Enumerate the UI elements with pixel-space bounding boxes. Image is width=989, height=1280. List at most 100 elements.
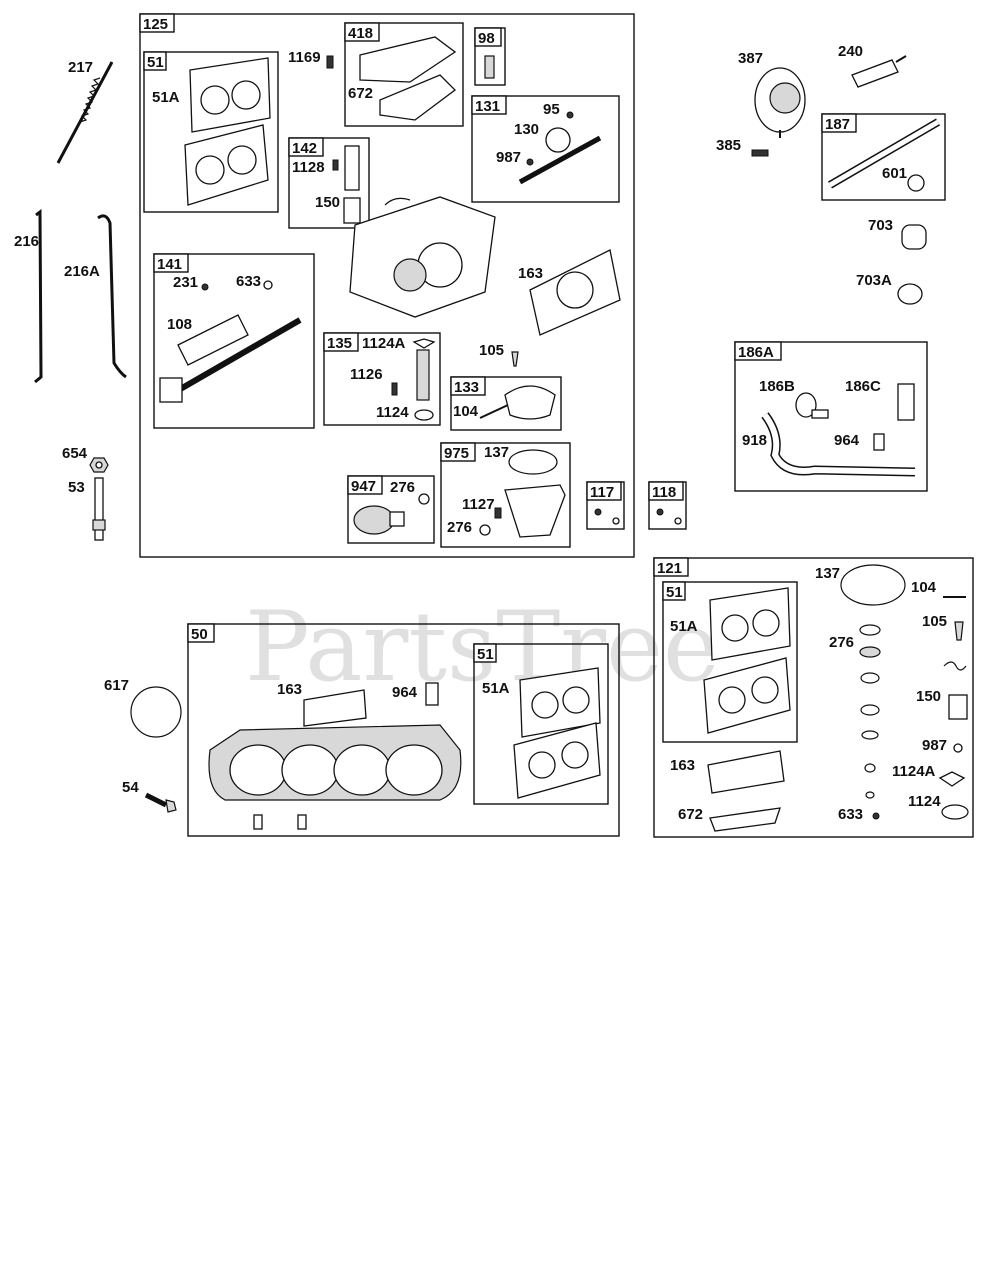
carburetor-body[interactable] — [349, 196, 496, 318]
part-703-clamp[interactable] — [901, 224, 927, 250]
part-672-gasket-b[interactable] — [709, 807, 781, 832]
callout-118: 118 — [652, 484, 676, 501]
kit-133-box — [450, 376, 562, 431]
kit-98-tag — [474, 27, 502, 47]
part-131-throttle-shaft[interactable] — [518, 111, 602, 185]
part-975-float-bowl[interactable] — [479, 449, 566, 538]
callout-142: 142 — [292, 140, 317, 157]
kit-117-tag — [586, 481, 622, 501]
part-654-nut[interactable] — [89, 457, 109, 473]
kit-121-box — [653, 557, 974, 838]
callout-53: 53 — [68, 479, 85, 496]
callout-163-b: 163 — [277, 681, 302, 698]
part-spring[interactable] — [943, 661, 967, 671]
part-163-gasket-b[interactable] — [303, 689, 367, 727]
part-54-bolt[interactable] — [144, 792, 177, 813]
part-276-washers[interactable] — [859, 624, 881, 799]
gasket-51A-b-upper[interactable] — [519, 667, 601, 738]
part-117-jet[interactable] — [594, 508, 620, 525]
part-186B-fitting[interactable] — [795, 392, 829, 419]
part-105-needle-valve[interactable] — [511, 351, 519, 367]
callout-137-a: 137 — [484, 444, 509, 461]
part-150-plate[interactable] — [948, 694, 968, 720]
callout-418: 418 — [348, 25, 373, 42]
callout-216A: 216A — [64, 263, 100, 280]
part-918-hose[interactable] — [761, 412, 916, 477]
part-216A-link-rod[interactable] — [97, 214, 127, 379]
kit-187-box — [821, 113, 946, 201]
callout-276-c: 276 — [829, 634, 854, 651]
part-217-spring-rod[interactable] — [56, 61, 114, 164]
callout-130: 130 — [514, 121, 539, 138]
callout-135: 135 — [327, 335, 352, 352]
callout-276-b: 276 — [390, 479, 415, 496]
part-163-gasket[interactable] — [529, 249, 621, 336]
gasket-51A-c-upper[interactable] — [709, 587, 791, 661]
gasket-51A-lower[interactable] — [184, 124, 269, 206]
callout-105-a: 105 — [479, 342, 504, 359]
callout-1169: 1169 — [288, 49, 321, 66]
part-385-screw[interactable] — [751, 149, 769, 157]
callout-131: 131 — [475, 98, 500, 115]
air-intake-manifold[interactable] — [208, 724, 462, 830]
callout-387: 387 — [738, 50, 763, 67]
gasket-51A-upper[interactable] — [189, 57, 271, 133]
kit-131-box — [471, 95, 620, 203]
kit-51-tag-b — [473, 643, 497, 663]
kit-141-tag — [153, 253, 189, 273]
part-135-fuel-inlet[interactable] — [391, 338, 436, 421]
kit-142-box — [288, 137, 370, 229]
part-105-needle-b[interactable] — [954, 621, 964, 641]
callout-1124-a: 1124 — [376, 404, 409, 421]
callout-54: 54 — [122, 779, 139, 796]
part-964-plug-b[interactable] — [425, 682, 439, 706]
kit-947-box — [347, 475, 435, 544]
part-163-gasket-c[interactable] — [707, 750, 785, 794]
part-1169-screw[interactable] — [326, 55, 334, 69]
part-418-plate[interactable] — [359, 36, 457, 83]
part-53-stud[interactable] — [92, 477, 106, 541]
part-964-plug[interactable] — [873, 433, 885, 451]
part-141-choke-shaft[interactable] — [159, 280, 302, 403]
callout-163-c: 163 — [670, 757, 695, 774]
part-633-washer[interactable] — [872, 812, 880, 820]
gasket-51A-b-lower[interactable] — [513, 722, 601, 799]
part-987-washer[interactable] — [953, 743, 963, 753]
kit-51-box-b — [473, 643, 609, 805]
part-137-o-ring[interactable] — [840, 564, 906, 606]
part-98-jet[interactable] — [484, 55, 495, 79]
part-601-clamp[interactable] — [907, 174, 925, 192]
kit-51-box-a — [143, 51, 279, 213]
kit-51-box-c — [662, 581, 798, 743]
kit-131-tag — [471, 95, 507, 115]
callout-186C: 186C — [845, 378, 881, 395]
part-186C-fitting[interactable] — [897, 383, 915, 421]
callout-51-a: 51 — [147, 54, 164, 71]
kit-141-box — [153, 253, 315, 429]
part-118-jet[interactable] — [656, 508, 682, 525]
kit-142-tag — [288, 137, 324, 157]
kit-418-box — [344, 22, 464, 127]
part-240-fuel-filter[interactable] — [851, 55, 907, 88]
part-947-solenoid[interactable] — [353, 493, 430, 535]
part-387-fuel-pump[interactable] — [754, 67, 806, 138]
callout-51A-b: 51A — [482, 680, 510, 697]
part-216-link-rod[interactable] — [34, 209, 43, 384]
callout-633-b: 633 — [838, 806, 863, 823]
callout-150-a: 150 — [315, 194, 340, 211]
callout-108: 108 — [167, 316, 192, 333]
part-133-float[interactable] — [479, 385, 556, 420]
callout-918: 918 — [742, 432, 767, 449]
kit-125-tag — [139, 13, 175, 33]
kit-50-tag — [187, 623, 215, 643]
callout-104-a: 104 — [453, 403, 479, 420]
part-1124-washer[interactable] — [941, 804, 969, 820]
part-1124A-clip[interactable] — [938, 771, 966, 787]
part-703A-clamp[interactable] — [897, 283, 923, 305]
part-142-bracket[interactable] — [332, 145, 361, 224]
gasket-51A-c-lower[interactable] — [703, 657, 791, 734]
part-672-gasket[interactable] — [379, 74, 456, 121]
part-617-gasket-ring[interactable] — [130, 686, 182, 738]
part-187-fuel-line[interactable] — [827, 118, 941, 189]
callout-141: 141 — [157, 256, 182, 273]
